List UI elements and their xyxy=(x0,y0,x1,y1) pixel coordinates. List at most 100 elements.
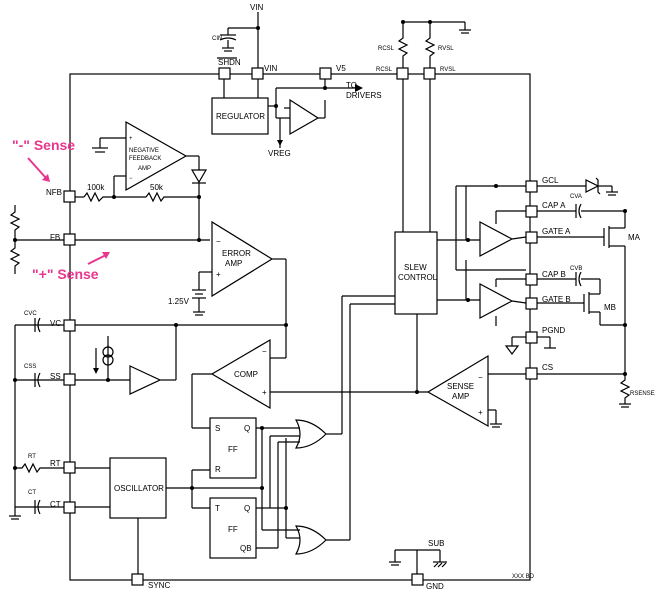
negative-feedback-amp xyxy=(125,120,188,192)
rt-pin xyxy=(63,461,76,474)
shdn-label: SHDN xyxy=(218,58,241,67)
vin-pin-label: VIN xyxy=(264,64,278,73)
ff2-t: T xyxy=(215,504,220,513)
gate-a-pin xyxy=(525,231,538,244)
error-amp-label-2: AMP xyxy=(225,259,242,268)
gcl-pin xyxy=(525,180,538,193)
rcsl-top-label: RCSL xyxy=(378,46,395,52)
cap-b-pin xyxy=(525,273,538,286)
svg-text:−: − xyxy=(262,347,267,356)
comp-label: COMP xyxy=(234,370,258,379)
vc-pin xyxy=(63,319,76,332)
drawing-code: XXX BD xyxy=(512,574,535,580)
pgnd-pin xyxy=(525,331,538,344)
ff1-r: R xyxy=(215,465,221,474)
gcl-label: GCL xyxy=(542,176,559,185)
ma-label: MA xyxy=(628,233,641,242)
r100k-label: 100k xyxy=(87,183,105,192)
rcsl-pin-label: RCSL xyxy=(376,67,393,73)
vreg-label: VREG xyxy=(268,149,291,158)
svg-text:−: − xyxy=(216,237,221,246)
ff1-block xyxy=(209,417,257,479)
rt-pin-label: RT xyxy=(50,459,61,468)
neg-amp-label-2: FEEDBACK xyxy=(129,156,161,162)
ct-pin-label: CT xyxy=(50,500,61,509)
sense-amp-label-2: AMP xyxy=(452,392,469,401)
to-label: TO xyxy=(346,81,357,90)
ff2-q: Q xyxy=(244,504,250,513)
gate-a-label: GATE A xyxy=(542,227,571,236)
nfb-pin xyxy=(63,190,76,203)
ff1-q: Q xyxy=(244,424,250,433)
gate-b-pin xyxy=(525,297,538,310)
vin-top-label: VIN xyxy=(250,3,264,12)
v5-label: V5 xyxy=(336,64,346,73)
ff2-block xyxy=(209,497,257,559)
drivers-label: DRIVERS xyxy=(346,91,382,100)
vc-label: VC xyxy=(50,319,61,328)
svg-text:+: + xyxy=(216,270,221,279)
ff2-ff: FF xyxy=(228,525,238,534)
ss-pin xyxy=(63,373,76,386)
cap-b-label: CAP B xyxy=(542,270,566,279)
ff1-s: S xyxy=(215,424,220,433)
v5-pin xyxy=(319,67,332,80)
error-amp xyxy=(211,220,274,298)
css-label: CSS xyxy=(24,364,36,370)
gnd-label: GND xyxy=(426,582,444,591)
sync-pin xyxy=(131,573,144,586)
r50k-label: 50k xyxy=(150,183,164,192)
sub-label: SUB xyxy=(428,539,444,548)
rcsl-pin xyxy=(396,67,409,80)
ff2-qb: QB xyxy=(240,544,252,553)
or-gate-b xyxy=(294,525,327,555)
slew-label-2: CONTROL xyxy=(398,273,438,282)
svg-text:+: + xyxy=(129,136,133,142)
cvc-label: CVC xyxy=(24,311,37,317)
cap-a-label: CAP A xyxy=(542,201,566,210)
pgnd-label: PGND xyxy=(542,326,565,335)
svg-text:−: − xyxy=(478,373,483,382)
rvsl-pin xyxy=(423,67,436,80)
sense-amp-label-1: SENSE xyxy=(447,382,474,391)
ss-label: SS xyxy=(50,372,61,381)
comp xyxy=(210,338,271,410)
oscillator-label: OSCILLATOR xyxy=(114,484,164,493)
ss-buffer xyxy=(129,365,162,395)
vin-pin xyxy=(251,67,264,80)
ct-pin xyxy=(63,501,76,514)
feedback-diode xyxy=(190,169,208,184)
neg-sense-annotation: "-" Sense xyxy=(12,137,75,153)
sense-amp xyxy=(426,354,489,428)
neg-amp-label-1: NEGATIVE xyxy=(129,148,159,154)
fb-label: FB xyxy=(50,233,60,242)
svg-text:−: − xyxy=(129,176,133,182)
slew-control-block xyxy=(394,231,438,315)
ref-label: 1.25V xyxy=(168,297,190,306)
pos-sense-annotation: "+" Sense xyxy=(32,266,99,282)
cin-label: CIN xyxy=(212,36,222,42)
gate-b-label: GATE B xyxy=(542,295,571,304)
or-gate-a xyxy=(294,419,327,449)
regulator-label: REGULATOR xyxy=(216,112,265,121)
cva-label: CVA xyxy=(570,194,582,200)
neg-amp-label-3: AMP xyxy=(138,166,151,172)
cap-a-pin xyxy=(525,205,538,218)
driver-a xyxy=(479,221,514,257)
rvsl-top-label: RVSL xyxy=(438,46,454,52)
ff1-ff: FF xyxy=(228,445,238,454)
error-amp-label-1: ERROR xyxy=(222,249,251,258)
svg-text:+: + xyxy=(262,388,267,397)
vreg-buffer xyxy=(289,98,320,136)
sync-label: SYNC xyxy=(148,581,170,590)
gnd-pin xyxy=(411,573,424,586)
rt-label: RT xyxy=(28,454,36,460)
shdn-pin xyxy=(218,67,231,80)
nfb-label: NFB xyxy=(46,188,62,197)
gcl-zener xyxy=(585,179,600,193)
rsense-label: RSENSE xyxy=(630,391,655,397)
ct-label: CT xyxy=(28,490,36,496)
rvsl-pin-label: RVSL xyxy=(440,67,456,73)
regulator-block xyxy=(211,97,269,135)
